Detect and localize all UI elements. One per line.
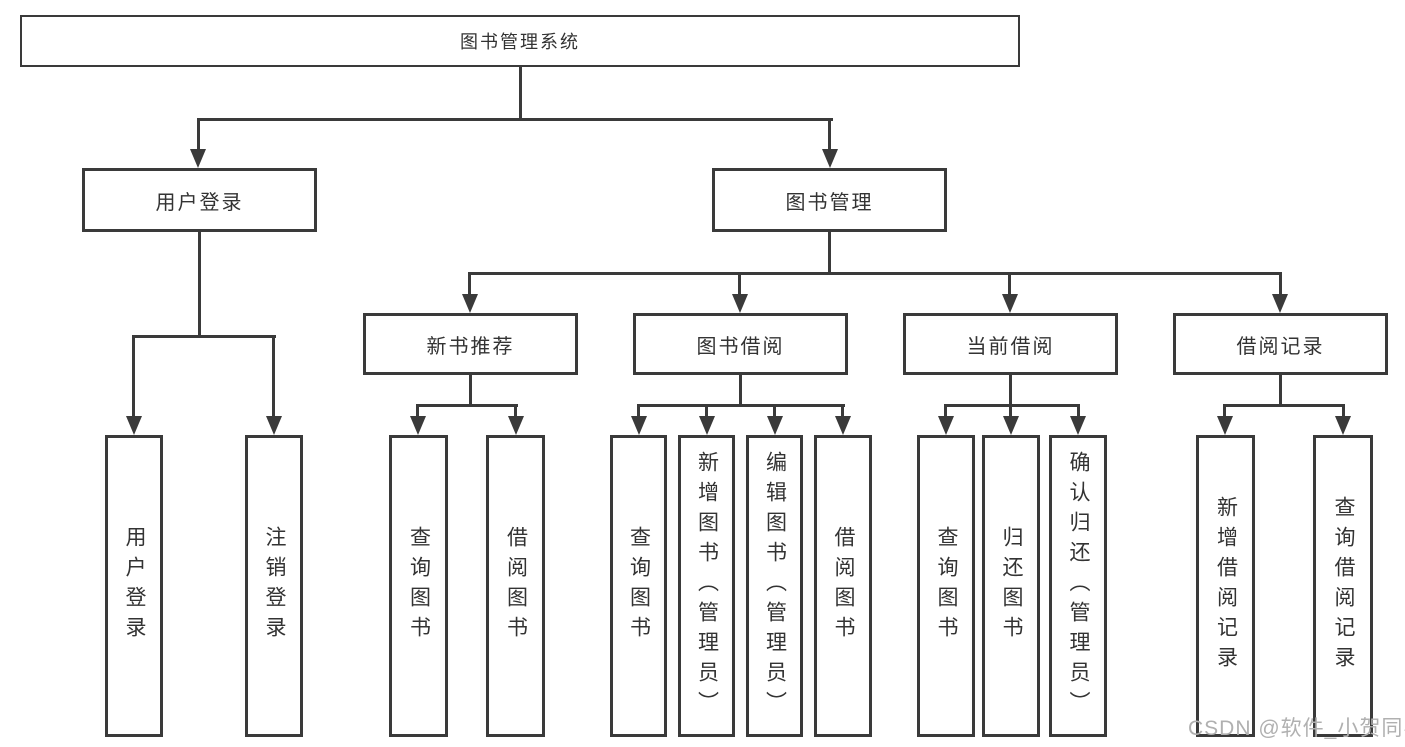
arrow-down-icon xyxy=(1272,294,1288,313)
connector-line xyxy=(739,375,742,407)
arrow-down-icon xyxy=(1070,416,1086,435)
leaf-add-book-admin: 新增图书（管理员） xyxy=(678,435,735,737)
node-user-login: 用户登录 xyxy=(82,168,317,232)
leaf-edit-book-admin: 编辑图书（管理员） xyxy=(746,435,803,737)
node-book-management: 图书管理 xyxy=(712,168,947,232)
leaf-return-books: 归还图书 xyxy=(982,435,1040,737)
connector-line xyxy=(469,375,472,407)
connector-line xyxy=(1077,404,1080,419)
connector-line xyxy=(1342,404,1345,419)
arrow-down-icon xyxy=(190,149,206,168)
node-borrow-records: 借阅记录 xyxy=(1173,313,1388,375)
node-label: 用户登录 xyxy=(155,191,244,214)
watermark: CSDN @软件_小贺同学 xyxy=(1188,717,1405,740)
connector-line xyxy=(738,272,741,297)
connector-line xyxy=(198,232,201,338)
leaf-user-login: 用户登录 xyxy=(105,435,163,737)
arrow-down-icon xyxy=(1002,294,1018,313)
node-label: 借阅记录 xyxy=(1236,335,1325,358)
connector-line xyxy=(1009,404,1012,419)
arrow-down-icon xyxy=(699,416,715,435)
connector-line xyxy=(1009,375,1012,407)
node-current-borrow: 当前借阅 xyxy=(903,313,1118,375)
connector-line xyxy=(197,118,200,152)
arrow-down-icon xyxy=(822,149,838,168)
connector-line xyxy=(773,404,776,419)
node-label: 图书管理 xyxy=(785,191,874,214)
node-label: 新书推荐 xyxy=(426,335,515,358)
connector-line xyxy=(132,335,135,419)
connector-line xyxy=(841,404,844,419)
connector-line xyxy=(468,272,471,297)
connector-line xyxy=(1279,375,1282,407)
connector-line xyxy=(944,404,947,419)
connector-line xyxy=(272,335,275,419)
arrow-down-icon xyxy=(1217,416,1233,435)
connector-line xyxy=(197,118,833,121)
connector-line xyxy=(132,335,276,338)
connector-line xyxy=(637,404,640,419)
arrow-down-icon xyxy=(631,416,647,435)
node-book-borrow: 图书借阅 xyxy=(633,313,848,375)
connector-line xyxy=(416,404,419,419)
arrow-down-icon xyxy=(126,416,142,435)
leaf-query-books-1: 查询图书 xyxy=(389,435,448,737)
node-root: 图书管理系统 xyxy=(20,15,1020,67)
arrow-down-icon xyxy=(835,416,851,435)
leaf-add-borrow-record: 新增借阅记录 xyxy=(1196,435,1255,737)
connector-line xyxy=(637,404,845,407)
arrow-down-icon xyxy=(462,294,478,313)
leaf-borrow-books-1: 借阅图书 xyxy=(486,435,545,737)
arrow-down-icon xyxy=(410,416,426,435)
connector-line xyxy=(828,118,831,152)
arrow-down-icon xyxy=(508,416,524,435)
leaf-confirm-return-admin: 确认归还（管理员） xyxy=(1049,435,1107,737)
node-root-label: 图书管理系统 xyxy=(460,32,580,52)
connector-line xyxy=(519,67,522,121)
arrow-down-icon xyxy=(732,294,748,313)
node-label: 当前借阅 xyxy=(966,335,1055,358)
connector-line xyxy=(705,404,708,419)
connector-line xyxy=(1279,272,1282,297)
connector-line xyxy=(514,404,517,419)
leaf-borrow-books-2: 借阅图书 xyxy=(814,435,872,737)
leaf-query-books-3: 查询图书 xyxy=(917,435,975,737)
connector-line xyxy=(1223,404,1226,419)
node-new-book-recommend: 新书推荐 xyxy=(363,313,578,375)
arrow-down-icon xyxy=(1003,416,1019,435)
connector-line xyxy=(416,404,518,407)
connector-line xyxy=(1008,272,1011,297)
arrow-down-icon xyxy=(938,416,954,435)
connector-line xyxy=(1223,404,1345,407)
node-label: 图书借阅 xyxy=(696,335,785,358)
leaf-logout: 注销登录 xyxy=(245,435,303,737)
leaf-query-borrow-record: 查询借阅记录 xyxy=(1313,435,1373,737)
leaf-query-books-2: 查询图书 xyxy=(610,435,667,737)
connector-line xyxy=(828,232,831,275)
connector-line xyxy=(468,272,1282,275)
connector-line xyxy=(944,404,1080,407)
arrow-down-icon xyxy=(1335,416,1351,435)
arrow-down-icon xyxy=(767,416,783,435)
arrow-down-icon xyxy=(266,416,282,435)
